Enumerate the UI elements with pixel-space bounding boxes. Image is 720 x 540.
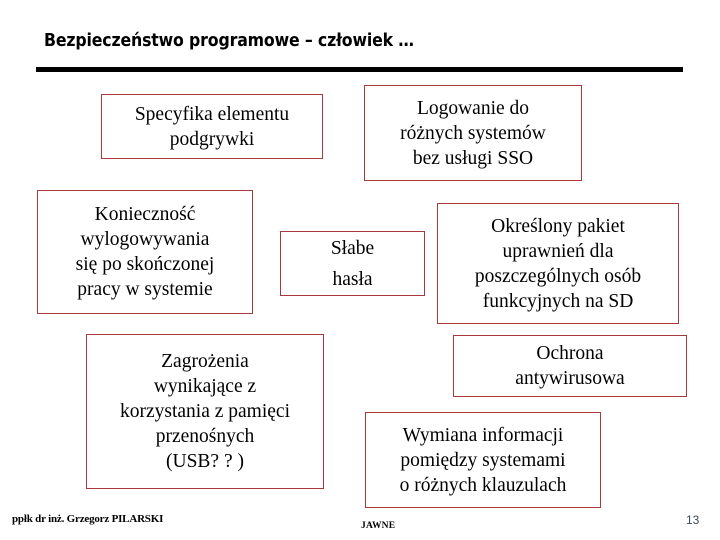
concept-box-label: Ochrona antywirusowa xyxy=(515,343,625,389)
footer-classification-marking: JAWNE xyxy=(361,521,396,531)
footer-page-number: 13 xyxy=(686,513,700,527)
concept-box-ochrona-antywirusowa[interactable]: Ochrona antywirusowa xyxy=(453,335,687,397)
concept-box-label: Logowanie do różnych systemów bez usługi… xyxy=(400,97,546,169)
concept-box-pakiet-uprawnien[interactable]: Określony pakiet uprawnień dla poszczegó… xyxy=(437,203,679,324)
concept-box-label: Konieczność wylogowywania się po skończo… xyxy=(75,204,215,300)
concept-box-wylogowywanie[interactable]: Konieczność wylogowywania się po skończo… xyxy=(37,190,253,314)
concept-box-wymiana-informacji[interactable]: Wymiana informacji pomiędzy systemami o … xyxy=(365,412,601,508)
concept-box-label: Określony pakiet uprawnień dla poszczegó… xyxy=(474,215,642,312)
concept-box-zagrozenia-usb[interactable]: Zagrożenia wynikające z korzystania z pa… xyxy=(86,334,324,489)
concept-box-label: Wymiana informacji pomiędzy systemami o … xyxy=(399,424,567,496)
page-title: Bezpieczeństwo programowe – człowiek … xyxy=(44,31,414,51)
concept-box-specyfika[interactable]: Specyfika elementu podgrywki xyxy=(101,94,323,159)
concept-box-label: Zagrożenia wynikające z korzystania z pa… xyxy=(119,351,290,472)
footer-author: ppłk dr inż. Grzegorz PILARSKI xyxy=(12,513,164,525)
concept-box-label: Specyfika elementu podgrywki xyxy=(134,103,290,150)
concept-box-logowanie-sso[interactable]: Logowanie do różnych systemów bez usługi… xyxy=(364,85,582,181)
concept-box-label: Słabe hasła xyxy=(330,237,375,290)
concept-box-slabe-hasla[interactable]: Słabe hasła xyxy=(280,231,425,296)
title-divider-rule xyxy=(36,67,683,72)
